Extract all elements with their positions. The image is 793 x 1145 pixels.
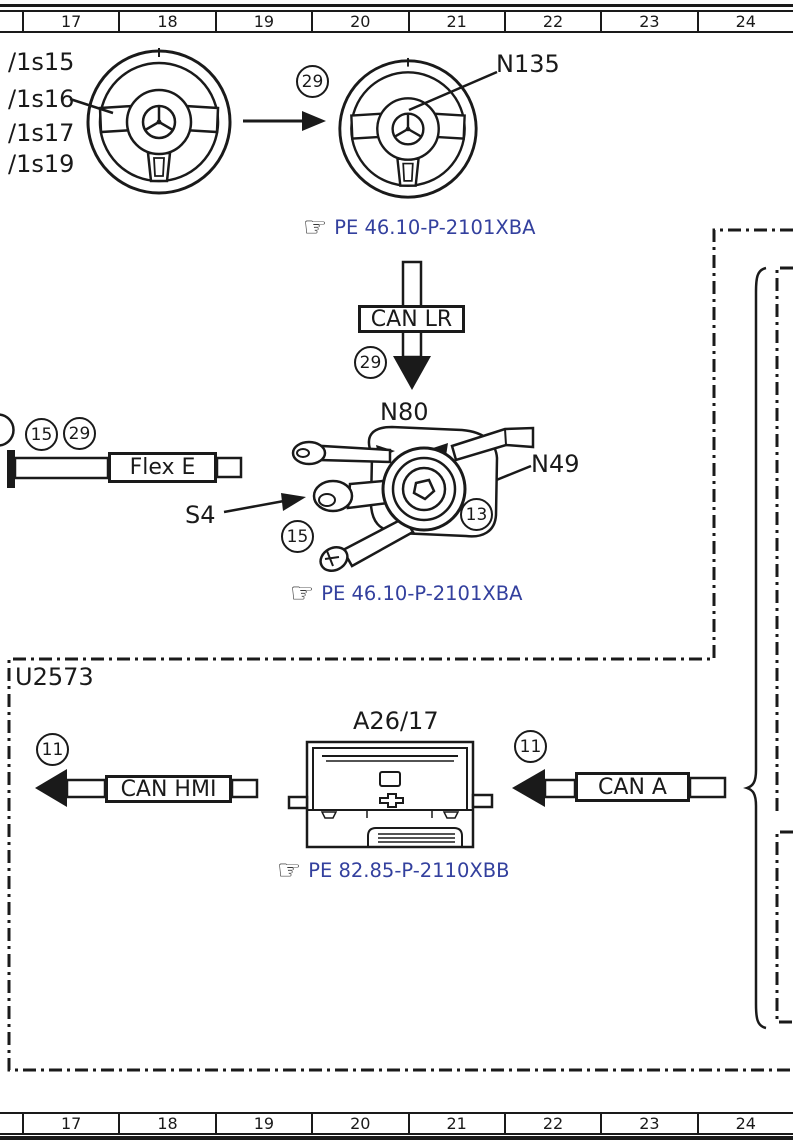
top-coordinate-ruler: 17 18 19 20 21 22 23 24 bbox=[0, 10, 793, 33]
steering-wheel-left-drawing bbox=[86, 46, 232, 195]
label-n80: N80 bbox=[380, 398, 429, 426]
ruler-cell: 21 bbox=[407, 1114, 504, 1133]
bottom-border-rule bbox=[0, 1136, 793, 1140]
pointing-hand-icon: ☞ bbox=[303, 211, 328, 243]
badge-29-flex: 29 bbox=[63, 417, 96, 450]
can-lr-box: CAN LR bbox=[358, 305, 465, 333]
badge-15-flex: 15 bbox=[25, 418, 58, 451]
ruler-cell: 24 bbox=[696, 12, 793, 31]
ruler-cell: 22 bbox=[503, 1114, 600, 1133]
steering-column-module-drawing bbox=[291, 425, 535, 572]
label-a26-17: A26/17 bbox=[353, 707, 439, 735]
badge-15-stalk: 15 bbox=[281, 520, 314, 553]
ruler-cell: 22 bbox=[503, 12, 600, 31]
steering-wheel-right-drawing bbox=[338, 56, 478, 199]
replace-arrow bbox=[243, 111, 326, 131]
label-s4: S4 bbox=[185, 501, 216, 529]
ruler-sliver bbox=[0, 12, 22, 31]
pe-link-steering-wheel[interactable]: ☞ PE 46.10-P-2101XBA bbox=[303, 211, 536, 243]
badge-11-can-a: 11 bbox=[514, 730, 547, 763]
ruler-cell: 18 bbox=[118, 1114, 214, 1133]
ruler-cell: 23 bbox=[600, 12, 696, 31]
pe-link-head-unit[interactable]: ☞ PE 82.85-P-2110XBB bbox=[277, 854, 510, 886]
ruler-cell: 24 bbox=[696, 1114, 793, 1133]
connector-label-1s15: /1s15 bbox=[8, 48, 75, 76]
label-n49: N49 bbox=[531, 450, 580, 478]
ruler-cell: 23 bbox=[600, 1114, 696, 1133]
ruler-cell: 20 bbox=[311, 1114, 407, 1133]
ruler-cell: 17 bbox=[22, 12, 118, 31]
system-boundary-lines bbox=[7, 228, 793, 1072]
ruler-cell: 19 bbox=[214, 1114, 311, 1133]
clipped-badge bbox=[0, 413, 15, 447]
can-hmi-box: CAN HMI bbox=[105, 775, 232, 803]
pe-link-label: PE 82.85-P-2110XBB bbox=[308, 859, 510, 882]
badge-13-ignition: 13 bbox=[460, 498, 493, 531]
pointing-hand-icon: ☞ bbox=[277, 854, 302, 886]
flex-e-box: Flex E bbox=[108, 452, 217, 483]
n49-arrow bbox=[468, 464, 532, 492]
s4-arrow bbox=[223, 493, 306, 514]
head-unit-drawing bbox=[287, 740, 494, 849]
ruler-cell: 20 bbox=[311, 12, 407, 31]
badge-29-can-lr: 29 bbox=[354, 346, 387, 379]
leader-n135 bbox=[408, 70, 498, 112]
connector-label-1s17: /1s17 bbox=[8, 119, 75, 147]
badge-11-can-hmi: 11 bbox=[36, 733, 69, 766]
connector-label-1s19: /1s19 bbox=[8, 150, 75, 178]
connector-label-1s16: /1s16 bbox=[8, 85, 75, 113]
bottom-coordinate-ruler: 17 18 19 20 21 22 23 24 bbox=[0, 1112, 793, 1135]
label-n135: N135 bbox=[496, 50, 560, 78]
ruler-cell: 17 bbox=[22, 1114, 118, 1133]
badge-29-wheel: 29 bbox=[296, 65, 329, 98]
pe-link-label: PE 46.10-P-2101XBA bbox=[321, 582, 523, 605]
can-a-box: CAN A bbox=[575, 772, 690, 802]
pointing-hand-icon: ☞ bbox=[290, 577, 315, 609]
ruler-sliver bbox=[0, 1114, 22, 1133]
ruler-cell: 19 bbox=[214, 12, 311, 31]
leader-1s16 bbox=[69, 97, 114, 115]
top-border-rule bbox=[0, 4, 793, 7]
ruler-cell: 18 bbox=[118, 12, 214, 31]
grouping-brace bbox=[743, 266, 767, 1030]
label-u2573: U2573 bbox=[15, 663, 94, 691]
pe-link-steering-column[interactable]: ☞ PE 46.10-P-2101XBA bbox=[290, 577, 523, 609]
pe-link-label: PE 46.10-P-2101XBA bbox=[334, 216, 536, 239]
ruler-cell: 21 bbox=[407, 12, 504, 31]
